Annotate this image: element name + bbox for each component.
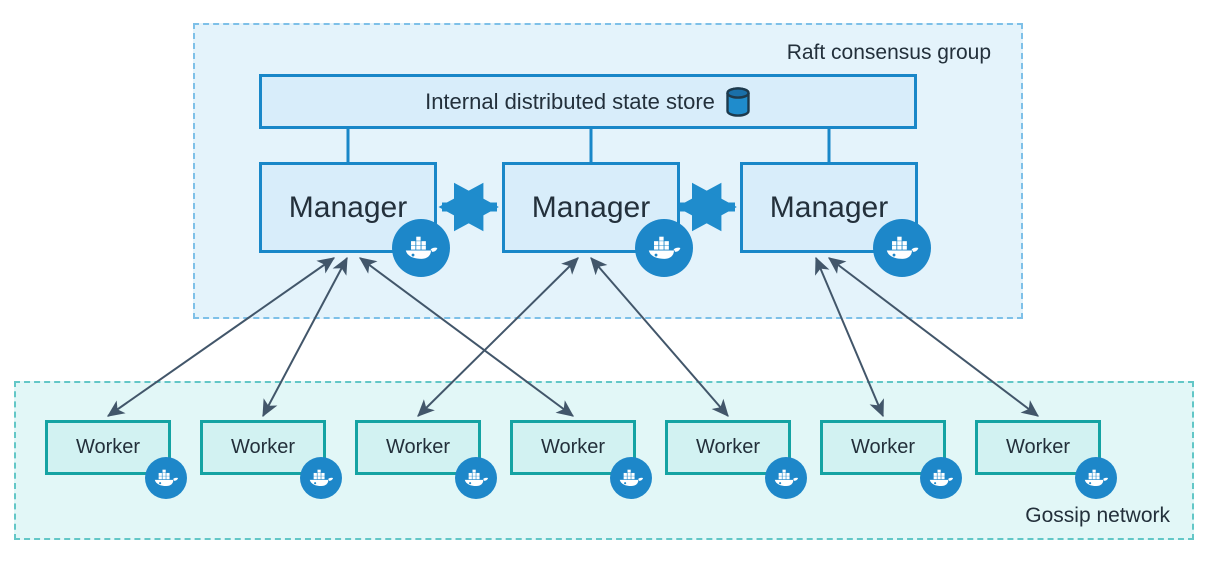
worker-node-7[interactable]: Worker	[975, 420, 1101, 475]
link-m1-w4	[359, 257, 574, 417]
state-store-label: Internal distributed state store	[425, 88, 715, 114]
link-m2-w3	[417, 257, 579, 417]
database-cylinder-icon	[725, 86, 751, 117]
state-store-connectors	[346, 129, 831, 162]
internal-state-store-node[interactable]: Internal distributed state store	[259, 74, 917, 129]
link-m3-w6	[815, 256, 884, 418]
manager-node-1[interactable]: Manager	[259, 162, 437, 253]
worker-label: Worker	[850, 436, 916, 458]
manager-worker-links	[107, 256, 1039, 418]
worker-label: Worker	[1005, 436, 1071, 458]
link-m3-w7	[828, 257, 1039, 417]
raft-group-label: Raft consensus group	[786, 41, 991, 64]
worker-label: Worker	[230, 436, 296, 458]
worker-label: Worker	[540, 436, 606, 458]
manager-label: Manager	[531, 190, 651, 224]
docker-whale-icon	[610, 457, 652, 499]
link-m1-w2	[262, 256, 348, 418]
docker-whale-icon	[920, 457, 962, 499]
link-m2-w5	[590, 257, 729, 417]
link-m1-w1	[107, 257, 335, 417]
gossip-group-label: Gossip network	[1025, 504, 1170, 527]
worker-node-5[interactable]: Worker	[665, 420, 791, 475]
docker-whale-icon	[455, 457, 497, 499]
manager-label: Manager	[769, 190, 889, 224]
worker-label: Worker	[385, 436, 451, 458]
docker-whale-icon	[1075, 457, 1117, 499]
manager-label: Manager	[288, 190, 408, 224]
worker-node-2[interactable]: Worker	[200, 420, 326, 475]
docker-whale-icon	[765, 457, 807, 499]
worker-label: Worker	[695, 436, 761, 458]
docker-whale-icon	[145, 457, 187, 499]
docker-whale-icon	[635, 219, 693, 277]
worker-label: Worker	[75, 436, 141, 458]
docker-whale-icon	[873, 219, 931, 277]
docker-whale-icon	[300, 457, 342, 499]
docker-whale-icon	[392, 219, 450, 277]
